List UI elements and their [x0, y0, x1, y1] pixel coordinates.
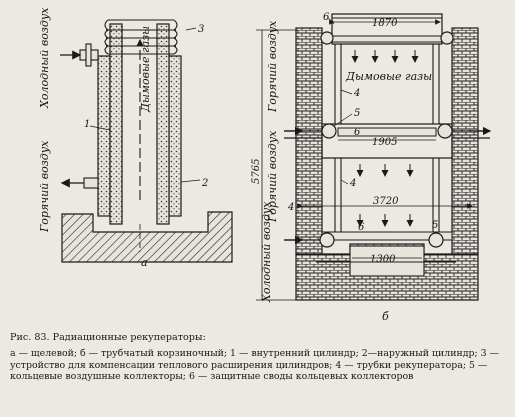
- brick-wall-right: [451, 27, 479, 255]
- upper-ring-collector: [320, 31, 454, 45]
- outer-cylinder-right: [168, 55, 182, 217]
- callout-b4-left: 4: [287, 202, 294, 213]
- lower-ring-collector: [284, 231, 453, 248]
- callout-b5-mid: 5: [354, 108, 360, 119]
- recuperator-figure: Холодный воздух Горячий воздух Дымовые г…: [38, 7, 492, 323]
- foundation-a: [61, 211, 233, 263]
- brick-wall-left: [295, 27, 323, 255]
- callout-b5-bottom: 5: [432, 220, 438, 231]
- dim-1905: 1905: [372, 137, 397, 148]
- dim-5765: 5765: [251, 159, 262, 184]
- callout-b6-bottom: 6: [358, 222, 365, 233]
- callout-b6-mid: 6: [354, 127, 361, 138]
- figure-caption: Рис. 83. Радиационные рекуператоры: а — …: [10, 332, 510, 382]
- dim-3720: 3720: [373, 196, 399, 207]
- label-hot-air-b2: Горячий воздух: [266, 130, 279, 223]
- recuperator-tubes: [334, 44, 440, 232]
- smoke-flow-arrows: [351, 50, 419, 227]
- callout-b6-top: 6: [323, 12, 330, 23]
- callout-2: 2: [201, 178, 208, 189]
- label-smoke-gases-b: Дымовые газы: [345, 70, 432, 83]
- callout-b4-top: 4: [353, 88, 360, 99]
- expansion-compensator: [104, 19, 178, 55]
- cold-air-flange: [85, 43, 92, 67]
- label-view-b: б: [382, 310, 389, 323]
- callout-3: 3: [198, 24, 204, 35]
- view-a-slot-recuperator: Холодный воздух Горячий воздух Дымовые г…: [38, 7, 233, 269]
- dim-1870: 1870: [372, 18, 398, 29]
- caption-text: а — щелевой; б — трубчатый корзиночный; …: [10, 348, 499, 383]
- dim-1300: 1300: [370, 254, 396, 265]
- view-b-basket-recuperator: 1870 1905 3720 1300 5765 Дымовые газы Го…: [251, 12, 492, 323]
- label-hot-air: Горячий воздух: [38, 140, 51, 233]
- middle-ring-collector: [284, 123, 490, 159]
- inner-cylinder-right: [156, 23, 170, 225]
- label-hot-air-b: Горячий воздух: [266, 20, 279, 113]
- callout-1: 1: [84, 119, 90, 130]
- inner-cylinder-left: [109, 23, 123, 225]
- base-opening: [349, 245, 425, 277]
- label-smoke-gases-a: Дымовые газы: [139, 26, 152, 113]
- top-arch: [331, 13, 443, 45]
- callout-b4-mid: 4: [349, 178, 356, 189]
- outer-cylinder-left: [97, 55, 111, 217]
- caption-title: Рис. 83. Радиационные рекуператоры:: [10, 332, 206, 343]
- label-view-a: а: [141, 256, 148, 269]
- label-cold-air-b: Холодный воздух: [260, 201, 273, 303]
- hot-air-outlet-pipe: [83, 177, 99, 189]
- label-cold-air: Холодный воздух: [38, 7, 51, 109]
